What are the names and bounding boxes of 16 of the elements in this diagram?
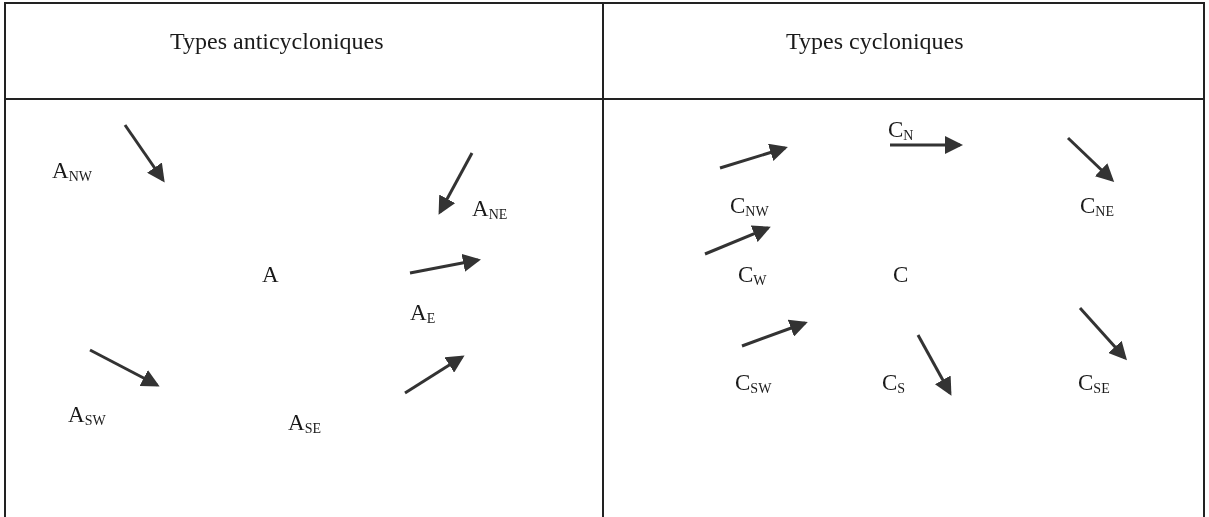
weather-type-label: A	[262, 262, 279, 288]
column-header: Types cycloniques	[786, 28, 964, 55]
weather-type-label: A$_{SE}$	[288, 410, 321, 437]
weather-type-label: C$_{SW}$	[735, 370, 772, 397]
weather-type-label: A$_{NW}$	[52, 158, 92, 185]
weather-type-label: C$_{N}$	[888, 117, 914, 144]
weather-type-label: C$_{NW}$	[730, 193, 769, 220]
weather-type-label: A$_{SW}$	[68, 402, 106, 429]
weather-type-label: C$_{S}$	[882, 370, 906, 397]
weather-type-label: C	[893, 262, 909, 288]
column-header: Types anticycloniques	[170, 28, 384, 55]
weather-type-label: A$_{NE}$	[472, 196, 508, 223]
weather-type-label: A$_{E}$	[410, 300, 436, 327]
weather-type-label: C$_{SE}$	[1078, 370, 1110, 397]
weather-type-label: C$_{NE}$	[1080, 193, 1114, 220]
weather-type-label: C$_{W}$	[738, 262, 767, 289]
